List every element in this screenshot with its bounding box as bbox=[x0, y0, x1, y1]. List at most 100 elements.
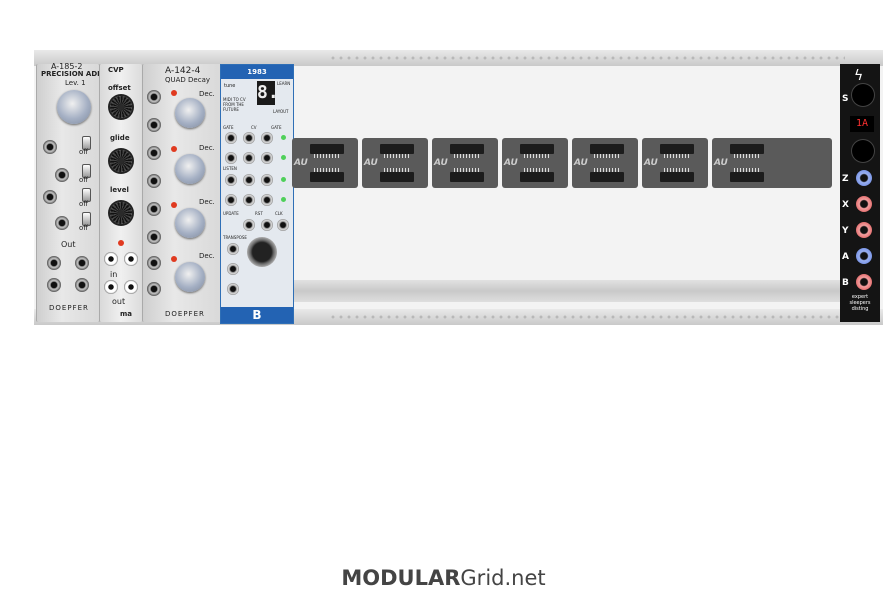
logo-bold: MODULAR bbox=[341, 566, 461, 590]
jack-1[interactable] bbox=[225, 132, 237, 144]
module-subtitle: QUAD Decay bbox=[165, 76, 211, 84]
ribbon-connector-bottom bbox=[730, 172, 764, 182]
output-jack-2[interactable] bbox=[75, 256, 89, 270]
module-1983-midi-to-cv[interactable]: 1983 tune 8. LEARN LAYOUT MIDI TO CV FRO… bbox=[220, 64, 294, 324]
trig-jack-1[interactable] bbox=[147, 90, 161, 104]
jack-14[interactable] bbox=[261, 219, 273, 231]
jack-6[interactable] bbox=[261, 152, 273, 164]
jack-16[interactable] bbox=[227, 243, 239, 255]
offset-knob[interactable] bbox=[110, 96, 132, 118]
module-a142-quad-decay[interactable]: A-142-4 QUAD Decay Dec. Dec. Dec. Dec. D… bbox=[142, 64, 222, 322]
toggle-switch-1[interactable] bbox=[82, 136, 91, 150]
encoder-knob[interactable] bbox=[852, 84, 874, 106]
module-expert-sleepers-disting[interactable]: ϟ S 1A Z X Y A B expert sleepers disting bbox=[840, 64, 880, 322]
in-jack-1[interactable] bbox=[104, 252, 118, 266]
jack-7[interactable] bbox=[225, 174, 237, 186]
connector-pins bbox=[524, 168, 550, 172]
dec-label-2: Dec. bbox=[199, 144, 215, 152]
jack-15[interactable] bbox=[277, 219, 289, 231]
ribbon-connector-top bbox=[450, 144, 484, 154]
jack-4[interactable] bbox=[225, 152, 237, 164]
busboard-5: AU bbox=[572, 138, 638, 188]
busboard-logo: AU bbox=[504, 158, 518, 168]
decay-knob-3[interactable] bbox=[175, 208, 205, 238]
trig-jack-4[interactable] bbox=[147, 256, 161, 270]
gate-label-2: GATE bbox=[271, 125, 282, 130]
jack-17[interactable] bbox=[227, 263, 239, 275]
midi-din-socket[interactable] bbox=[247, 237, 277, 267]
jack-8[interactable] bbox=[243, 174, 255, 186]
jack-2[interactable] bbox=[243, 132, 255, 144]
jack-5[interactable] bbox=[243, 152, 255, 164]
out-jack-3[interactable] bbox=[147, 230, 161, 244]
decay-knob-4[interactable] bbox=[175, 262, 205, 292]
busboard-logo: AU bbox=[364, 158, 378, 168]
jack-9[interactable] bbox=[261, 174, 273, 186]
rst-label: RST bbox=[255, 211, 263, 216]
connector-pins bbox=[454, 154, 480, 158]
z-jack[interactable] bbox=[856, 170, 872, 186]
ribbon-connector-top bbox=[310, 144, 344, 154]
ribbon-connector-top bbox=[380, 144, 414, 154]
jack-11[interactable] bbox=[243, 194, 255, 206]
toggle-switch-2[interactable] bbox=[82, 164, 91, 178]
output-jack-3[interactable] bbox=[47, 278, 61, 292]
brand-label: DOEPFER bbox=[165, 310, 205, 318]
x-jack[interactable] bbox=[856, 196, 872, 212]
out-jack-1[interactable] bbox=[147, 118, 161, 132]
cv-label: CV bbox=[251, 125, 257, 130]
trig-jack-2[interactable] bbox=[147, 146, 161, 160]
input-jack-2[interactable] bbox=[55, 168, 69, 182]
input-jack-1[interactable] bbox=[43, 140, 57, 154]
decay-knob-1[interactable] bbox=[175, 98, 205, 128]
connector-pins bbox=[314, 154, 340, 158]
out-jack-2[interactable] bbox=[147, 174, 161, 188]
input-jack-3[interactable] bbox=[43, 190, 57, 204]
input-jack-4[interactable] bbox=[55, 216, 69, 230]
busboard-logo: AU bbox=[574, 158, 588, 168]
out-jack-4[interactable] bbox=[147, 282, 161, 296]
a-label: A bbox=[842, 252, 849, 262]
trig-jack-3[interactable] bbox=[147, 202, 161, 216]
output-jack-1[interactable] bbox=[47, 256, 61, 270]
out-label: Out bbox=[61, 240, 76, 249]
midi-blurb: MIDI TO CV FROM THE FUTURE bbox=[223, 97, 246, 112]
s-label: S bbox=[842, 94, 849, 104]
module-a185-precision-adder[interactable]: A-185-2 PRECISION ADDER Lev. 1 off off o… bbox=[36, 62, 113, 322]
toggle-switch-4[interactable] bbox=[82, 212, 91, 226]
led-display: 1A bbox=[850, 116, 874, 132]
y-label: Y bbox=[842, 226, 849, 236]
connector-pins bbox=[664, 154, 690, 158]
jack-18[interactable] bbox=[227, 283, 239, 295]
parameter-knob[interactable] bbox=[852, 140, 874, 162]
output-jack-4[interactable] bbox=[75, 278, 89, 292]
status-led bbox=[118, 240, 124, 246]
off-label-1: off bbox=[79, 148, 89, 156]
b-jack[interactable] bbox=[856, 274, 872, 290]
level-knob[interactable] bbox=[57, 90, 91, 124]
out-jack-1[interactable] bbox=[104, 280, 118, 294]
in-jack-2[interactable] bbox=[124, 252, 138, 266]
toggle-switch-3[interactable] bbox=[82, 188, 91, 202]
jack-10[interactable] bbox=[225, 194, 237, 206]
y-jack[interactable] bbox=[856, 222, 872, 238]
brand-label: ma bbox=[120, 310, 133, 318]
dec-label-4: Dec. bbox=[199, 252, 215, 260]
out-jack-2[interactable] bbox=[124, 280, 138, 294]
jack-12[interactable] bbox=[261, 194, 273, 206]
connector-pins bbox=[314, 168, 340, 172]
jack-3[interactable] bbox=[261, 132, 273, 144]
modulargrid-logo[interactable]: MODULARGrid.net bbox=[0, 566, 887, 590]
connector-pins bbox=[384, 168, 410, 172]
top-rail-holes bbox=[329, 56, 845, 60]
jack-13[interactable] bbox=[243, 219, 255, 231]
decay-knob-2[interactable] bbox=[175, 154, 205, 184]
module-cvp[interactable]: CVP offset glide level in out ma bbox=[99, 64, 142, 322]
module-title: A-185-2 bbox=[51, 62, 83, 71]
glide-knob[interactable] bbox=[110, 150, 132, 172]
level-knob[interactable] bbox=[110, 202, 132, 224]
a-jack[interactable] bbox=[856, 248, 872, 264]
led-green-1 bbox=[281, 135, 286, 140]
off-label-4: off bbox=[79, 224, 89, 232]
